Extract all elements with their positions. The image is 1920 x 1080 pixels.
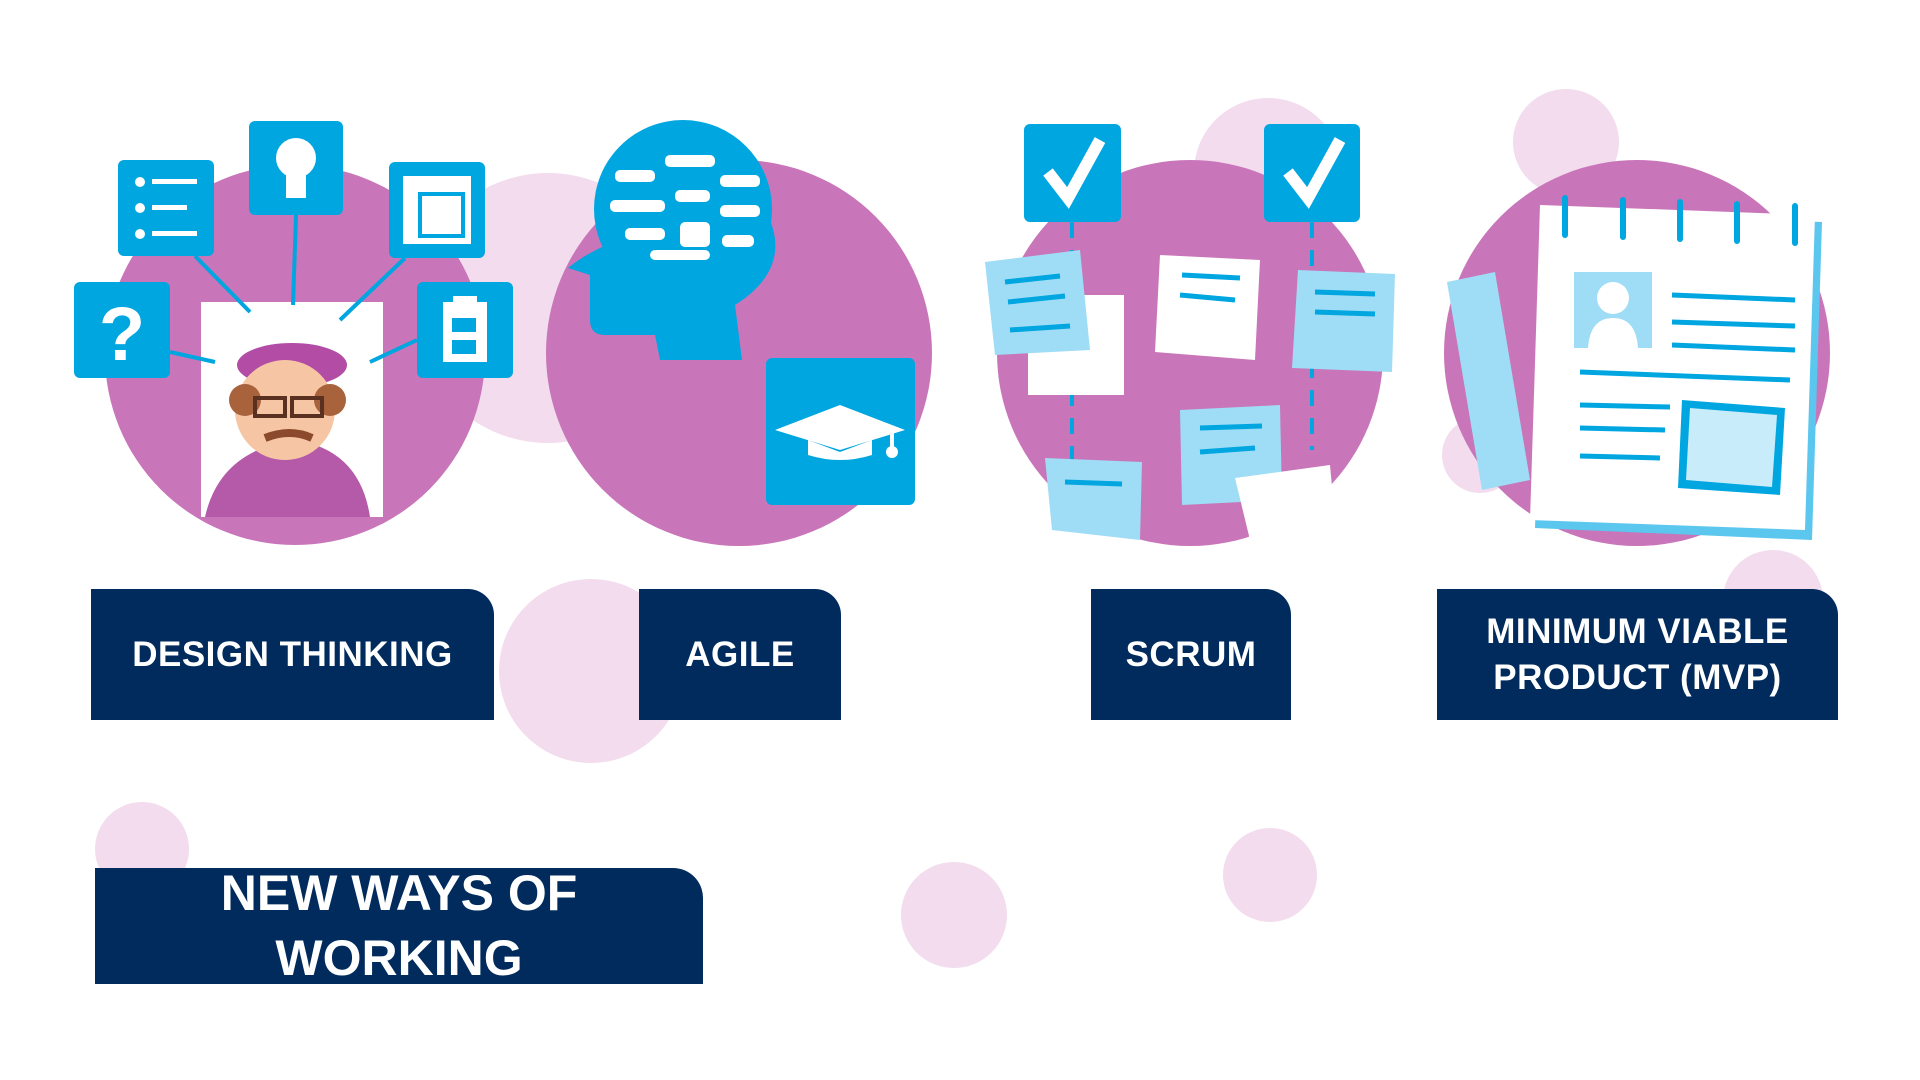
- ruler-icon: [1447, 272, 1530, 490]
- topic-label-scrum: SCRUM: [1091, 589, 1291, 720]
- slide-title: NEW WAYS OF WORKING: [95, 865, 703, 986]
- graduation-cap-icon: [775, 405, 905, 460]
- topic-label-text: SCRUM: [1125, 634, 1257, 674]
- checkbox-icon: [1264, 124, 1360, 222]
- character-icon: [205, 343, 370, 517]
- slide-title-text: NEW WAYS OF WORKING: [220, 865, 578, 986]
- svg-text:?: ?: [99, 292, 145, 377]
- brain-head-graduation-illustration: [568, 120, 915, 505]
- topic-label-text: DESIGN THINKING: [132, 634, 453, 674]
- topic-label-text: MINIMUM VIABLE PRODUCT (MVP): [1486, 612, 1789, 697]
- topic-label-mvp: MINIMUM VIABLE PRODUCT (MVP): [1437, 589, 1838, 720]
- question-icon: ?: [74, 282, 170, 378]
- checkbox-icon: [1024, 124, 1121, 222]
- design-thinking-illustration: ?: [74, 121, 513, 517]
- topic-label-agile: AGILE: [639, 589, 841, 720]
- lightbulb-icon: [249, 121, 343, 215]
- topic-label-text: AGILE: [685, 634, 795, 674]
- list-icon: [118, 160, 214, 256]
- topic-label-design-thinking: DESIGN THINKING: [91, 589, 494, 720]
- sticky-notes-board-illustration: [985, 124, 1395, 540]
- notebook-profile-illustration: [1447, 195, 1822, 540]
- brain-icon: [610, 155, 760, 260]
- clipboard-icon: [417, 282, 513, 378]
- ruler-grid-icon: [389, 162, 485, 258]
